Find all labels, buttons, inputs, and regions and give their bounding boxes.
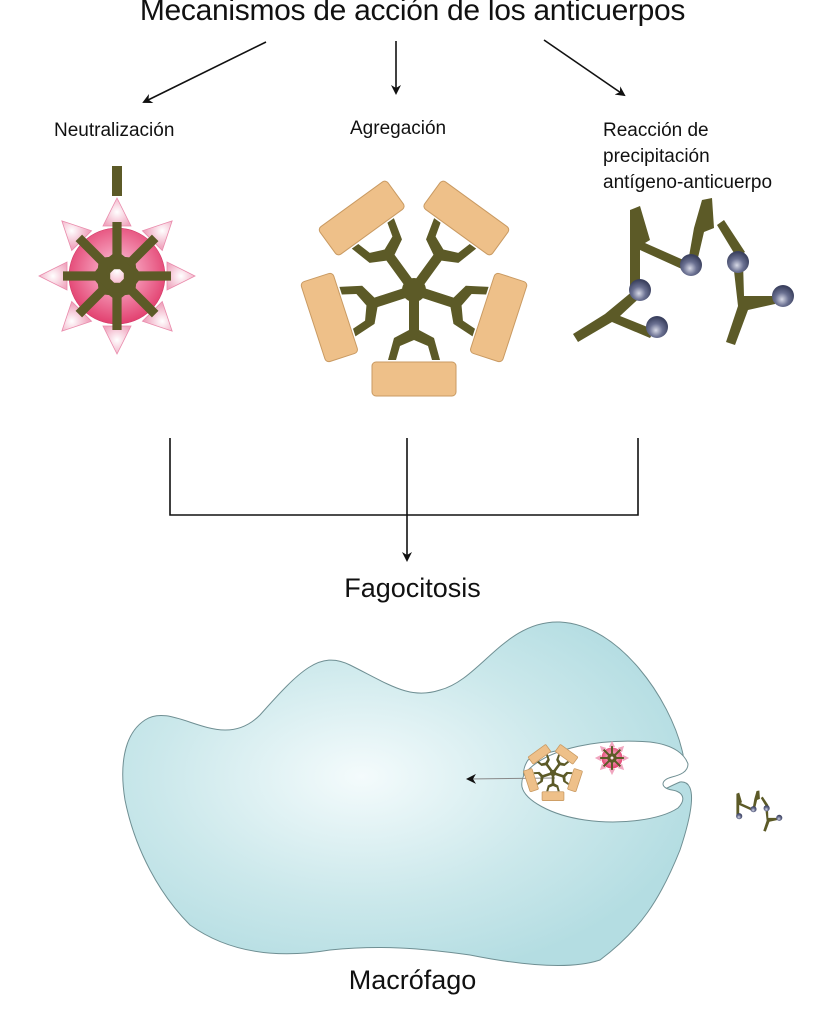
- label-macrophage: Macrófago: [348, 965, 477, 995]
- label-phagocytosis: Fagocitosis: [344, 573, 481, 603]
- precipitation-antibodies: [573, 198, 775, 345]
- label-aggregation: Agregación: [350, 118, 447, 139]
- arrow-to-precipitation: [543, 39, 626, 97]
- mini-aggregation-complex: [523, 744, 583, 801]
- label-precipitation-line-1: Reacción de: [603, 120, 709, 141]
- label-neutralization: Neutralización: [54, 120, 175, 141]
- aggregated-antigens: [300, 180, 528, 397]
- phagocytic-pocket: [521, 740, 689, 823]
- antigen-spikes: [38, 197, 196, 355]
- top-arrows: [142, 39, 626, 103]
- internalization-arrow: [466, 773, 556, 784]
- label-precipitation-line-3: antígeno-anticuerpo: [603, 172, 773, 193]
- soluble-antigens: [629, 251, 794, 338]
- mini-precipitation-complex: [736, 790, 783, 832]
- diagram-title: Mecanismos de acción de los anticuerpos: [139, 0, 686, 27]
- macrophage: [122, 621, 783, 966]
- arrow-to-neutralization: [142, 41, 267, 103]
- merge-bracket: [169, 438, 639, 562]
- label-precipitation: Reacción de precipitación antígeno-antic…: [603, 118, 772, 196]
- precipitation-complex: [573, 198, 794, 345]
- mini-neutralization-complex: [594, 740, 630, 776]
- label-precipitation-line-2: precipitación: [603, 146, 710, 167]
- aggregation-antibodies: [339, 218, 489, 360]
- neutralization-complex: [38, 166, 196, 355]
- aggregation-complex: [300, 180, 528, 397]
